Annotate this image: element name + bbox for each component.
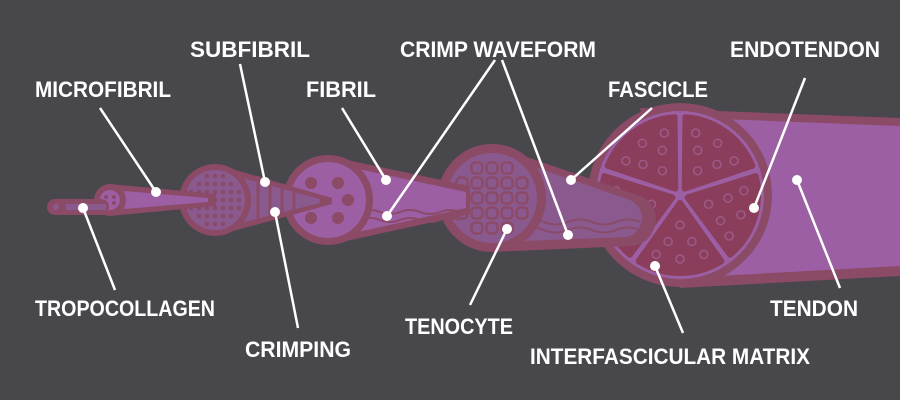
fibril-bundle bbox=[470, 176, 484, 190]
fibril-ring bbox=[723, 193, 733, 203]
fibril-bundle bbox=[485, 161, 499, 175]
fibril-bundle bbox=[485, 206, 499, 220]
subfibril-dot bbox=[212, 213, 218, 219]
fibril-ring bbox=[692, 165, 703, 176]
fibril-bundle bbox=[485, 191, 499, 205]
subfibril-dot bbox=[220, 213, 226, 219]
fibril-ring bbox=[724, 231, 734, 241]
label-crimp-waveform: CRIMP WAVEFORM bbox=[400, 37, 596, 62]
fibril-bundle bbox=[500, 176, 514, 190]
subfibril-dot bbox=[204, 213, 210, 219]
label-fibril: FIBRIL bbox=[306, 77, 376, 102]
subfibril-dot bbox=[212, 205, 218, 211]
subfibril-dot bbox=[228, 189, 234, 195]
subfibril-dot bbox=[212, 181, 218, 187]
fibril-ring bbox=[715, 215, 726, 226]
label-tropocollagen: TROPOCOLLAGEN bbox=[35, 296, 215, 321]
fibril-ring bbox=[690, 128, 701, 138]
subfibril-dot bbox=[204, 221, 210, 227]
subfibril-dot bbox=[236, 205, 242, 211]
fibril-bundle bbox=[470, 161, 484, 175]
fibril-bundle bbox=[500, 191, 514, 205]
label-fascicle: FASCICLE bbox=[608, 77, 708, 102]
subfibril-dot bbox=[204, 173, 210, 179]
fibril-ring bbox=[736, 210, 746, 220]
fibril-ring bbox=[729, 156, 739, 166]
fibril-ring bbox=[651, 249, 662, 260]
subfibril-dot bbox=[212, 173, 218, 179]
subfibril-dot bbox=[212, 189, 218, 195]
label-tendon: TENDON bbox=[770, 296, 858, 321]
label-crimping: CRIMPING bbox=[245, 337, 351, 362]
subfibril-dot bbox=[220, 181, 226, 187]
subfibril-dot bbox=[196, 181, 202, 187]
fibril-ring bbox=[739, 186, 749, 196]
subfibril-dot bbox=[196, 213, 202, 219]
fibril-ring bbox=[621, 156, 631, 166]
subfibril-dot bbox=[220, 197, 226, 203]
subfibril-dot bbox=[228, 197, 234, 203]
fibril-ring bbox=[637, 138, 648, 148]
fibril-ring bbox=[698, 249, 709, 260]
fascicle bbox=[438, 144, 656, 252]
fibril-bundle bbox=[515, 176, 529, 190]
fibril-ring bbox=[657, 145, 668, 156]
leader-lines bbox=[78, 59, 842, 334]
subfibril-dot bbox=[228, 205, 234, 211]
tropocollagen bbox=[47, 199, 109, 215]
fibril-ring bbox=[638, 159, 648, 170]
fascicle-segment bbox=[635, 200, 725, 276]
fibril-ring bbox=[687, 236, 697, 247]
fibril-bundle bbox=[500, 206, 514, 220]
fascicle-segment bbox=[684, 173, 761, 258]
label-tenocyte: TENOCYTE bbox=[405, 314, 513, 339]
fibril-ring bbox=[712, 138, 723, 148]
label-interfascicular-matrix: INTERFASCICULAR MATRIX bbox=[530, 344, 810, 369]
subfibril-dot bbox=[220, 189, 226, 195]
fibril-ring bbox=[712, 159, 722, 170]
subfibril-dot bbox=[220, 205, 226, 211]
fibril-bundle bbox=[485, 221, 499, 235]
fibril-bundle bbox=[470, 206, 484, 220]
fibril-ring bbox=[663, 236, 673, 247]
label-microfibril: MICROFIBRIL bbox=[35, 77, 171, 102]
fibril-ring bbox=[659, 128, 670, 138]
fibril-bundle bbox=[515, 206, 529, 220]
fibril-ring bbox=[703, 199, 714, 210]
fibril-ring bbox=[675, 220, 685, 230]
subfibril-dot bbox=[236, 197, 242, 203]
subfibril-dot bbox=[228, 181, 234, 187]
fibril-bundle bbox=[515, 191, 529, 205]
label-endotendon: ENDOTENDON bbox=[730, 37, 880, 62]
subfibril-dot bbox=[204, 181, 210, 187]
subfibril-dot bbox=[212, 221, 218, 227]
crimp-waves bbox=[519, 218, 641, 234]
subfibril-dot bbox=[228, 213, 234, 219]
fibril-ring bbox=[657, 165, 668, 176]
fibril-ring bbox=[692, 145, 703, 156]
fibril-bundle bbox=[470, 221, 484, 235]
fibril-bundle bbox=[485, 176, 499, 190]
subfibril-dot bbox=[236, 189, 242, 195]
subfibril-dot bbox=[220, 221, 226, 227]
fibril-bundle bbox=[470, 191, 484, 205]
label-subfibril: SUBFIBRIL bbox=[190, 37, 310, 62]
crimp-waves bbox=[359, 209, 461, 223]
subfibril-dot bbox=[220, 173, 226, 179]
fibril-bundle bbox=[500, 161, 514, 175]
fibril-ring bbox=[675, 254, 685, 264]
